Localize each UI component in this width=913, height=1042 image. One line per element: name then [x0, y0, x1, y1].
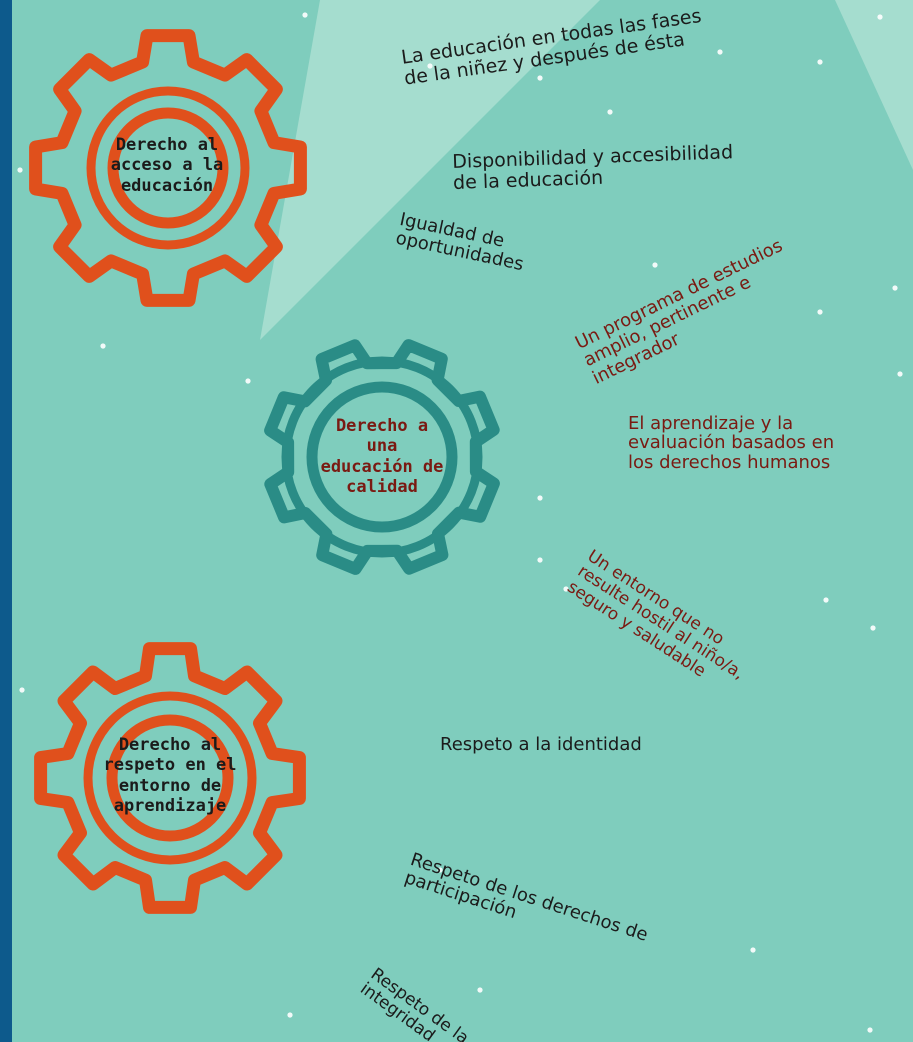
sparkle-dot — [717, 49, 723, 55]
sparkle-dots — [17, 12, 903, 1033]
gear-acceso — [29, 29, 307, 307]
light-beam-right — [835, 0, 913, 170]
sparkle-dot — [302, 12, 308, 18]
gear-respeto — [34, 642, 306, 914]
sparkle-dot — [817, 309, 823, 315]
sparkle-dot — [287, 1012, 293, 1018]
gear-outer-ring — [86, 86, 250, 250]
gear-calidad — [264, 339, 500, 575]
gear-title-quality: Derecho a una educación de calidad — [320, 416, 444, 498]
sparkle-dot — [537, 557, 543, 563]
gear-inner-ring — [107, 107, 229, 229]
left-frame-bar — [0, 0, 12, 1042]
gear-title-access: Derecho al acceso a la educación — [110, 135, 224, 196]
sparkle-dot — [537, 75, 543, 81]
gears-layer — [29, 29, 500, 914]
respect-item-identity: Respeto a la identidad — [440, 734, 642, 755]
sparkle-dot — [817, 59, 823, 65]
sparkle-dot — [870, 625, 876, 631]
sparkle-dot — [17, 167, 23, 173]
sparkle-dot — [427, 63, 433, 69]
sparkle-dot — [823, 597, 829, 603]
sparkle-dot — [477, 987, 483, 993]
sparkle-dot — [537, 495, 543, 501]
light-beam-left — [260, 0, 600, 340]
gear-outer-ring — [281, 356, 483, 558]
quality-item-learning-evaluation: El aprendizaje y la evaluación basados e… — [628, 413, 835, 473]
sparkle-dot — [867, 1027, 873, 1033]
gear-outline — [29, 29, 307, 307]
gear-title-respect: Derecho al respeto en el entorno de apre… — [103, 735, 237, 817]
sparkle-dot — [892, 285, 898, 291]
sparkle-dot — [100, 343, 106, 349]
sparkle-dot — [19, 687, 25, 693]
sparkle-dot — [877, 14, 883, 20]
gear-outline — [34, 642, 306, 914]
gear-inner-ring — [306, 381, 458, 533]
sparkle-dot — [437, 867, 443, 873]
sparkle-dot — [563, 586, 569, 592]
sparkle-dot — [245, 378, 251, 384]
sparkle-dot — [897, 371, 903, 377]
gear-outer-ring — [83, 691, 257, 865]
sparkle-dot — [750, 947, 756, 953]
sparkle-dot — [607, 109, 613, 115]
gear-inner-ring — [106, 714, 234, 842]
sparkle-dot — [652, 262, 658, 268]
